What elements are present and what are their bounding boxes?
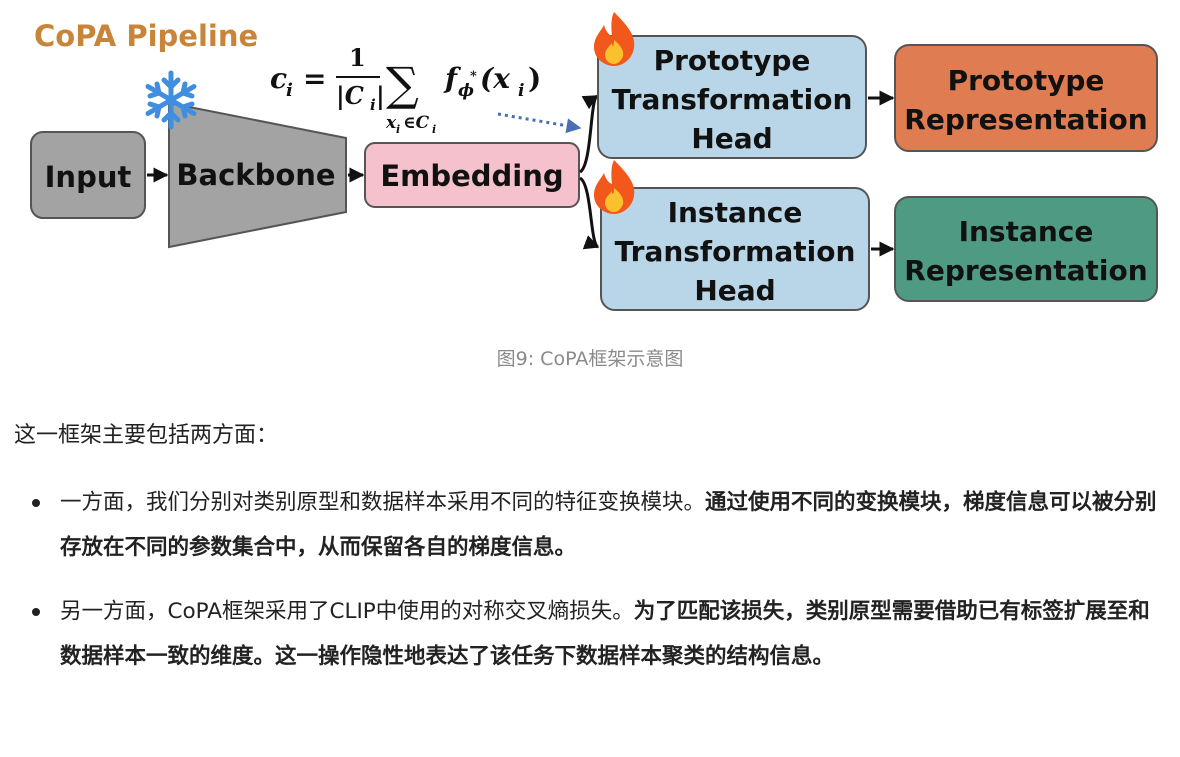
formula-func-sup: * — [470, 69, 477, 84]
bullet-2-bold: 为了匹配该损失，类别原型需要借助已有标签扩展至和数据样本一致的维度。这一操作隐性… — [60, 599, 1150, 669]
list-item: 另一方面，CoPA框架采用了CLIP中使用的对称交叉熵损失。为了匹配该损失，类别… — [0, 589, 1180, 679]
instance-head-line3: Head — [694, 274, 775, 307]
backbone-node — [168, 101, 347, 249]
formula-denominator-sub: i — [370, 96, 376, 114]
formula-sum-under-rest-sub: i — [432, 123, 436, 136]
bullet-1-bold: 通过使用不同的变换模块，梯度信息可以被分别存放在不同的参数集合中，从而保留各自的… — [60, 490, 1157, 560]
instance-rep-line2: Representation — [904, 254, 1147, 287]
prototype-transformation-head — [597, 35, 867, 159]
bullet-2-text: 另一方面，CoPA框架采用了CLIP中使用的对称交叉熵损失。 — [60, 599, 634, 624]
formula-lhs-sub: i — [286, 80, 293, 101]
instance-transformation-head — [600, 187, 870, 311]
figure-caption: 图9: CoPA框架示意图 — [496, 348, 684, 370]
formula-sum-under-rest: ∈C — [403, 113, 430, 133]
formula-arg-sub: i — [518, 81, 524, 101]
prototype-rep-line2: Representation — [904, 103, 1147, 136]
prototype-formula: c i = 1 |C i | ∑ x i ∈C i f ϕ * (x i ) — [270, 43, 541, 136]
list-item: 一方面，我们分别对类别原型和数据样本采用不同的特征变换模块。通过使用不同的变换模… — [0, 480, 1180, 570]
prototype-rep-line1: Prototype — [948, 64, 1105, 97]
input-node — [30, 131, 146, 219]
embedding-label: Embedding — [380, 159, 563, 193]
instance-head-line2: Transformation — [615, 235, 856, 268]
diagram-title: CoPA Pipeline — [34, 19, 258, 53]
prototype-head-line2: Transformation — [612, 83, 853, 116]
prototype-head-line1: Prototype — [654, 44, 811, 77]
snowflake-icon — [145, 70, 197, 130]
instance-rep-line1: Instance — [959, 215, 1094, 248]
formula-equals: = — [303, 62, 326, 95]
arrow-embedding-prototype-head — [578, 94, 599, 174]
fire-icon — [594, 12, 635, 66]
instance-representation — [894, 196, 1158, 302]
formula-numerator: 1 — [349, 43, 366, 72]
formula-func-sub: ϕ — [458, 81, 474, 101]
formula-denominator-close: | — [376, 81, 385, 110]
input-label: Input — [45, 160, 132, 194]
backbone-label: Backbone — [176, 158, 335, 192]
formula-sum-under-sub: i — [396, 123, 400, 136]
embedding-node — [364, 142, 580, 208]
fire-icon — [594, 160, 635, 214]
bullet-list: 一方面，我们分别对类别原型和数据样本采用不同的特征变换模块。通过使用不同的变换模… — [0, 480, 1180, 698]
prototype-representation — [894, 44, 1158, 152]
copa-pipeline-diagram: CoPA Pipeline Input Backbone Embedding c… — [30, 12, 1158, 311]
formula-pointer-arrow — [497, 112, 582, 134]
formula-arg-close: ) — [528, 62, 541, 95]
formula-denominator: |C — [336, 81, 364, 110]
intro-paragraph: 这一框架主要包括两方面： — [14, 423, 279, 448]
bullet-1-text: 一方面，我们分别对类别原型和数据样本采用不同的特征变换模块。 — [60, 490, 706, 515]
instance-head-line1: Instance — [668, 196, 803, 229]
arrow-embedding-instance-head — [578, 176, 600, 250]
formula-arg: (x — [480, 62, 510, 95]
formula-sum: ∑ — [386, 57, 419, 111]
formula-sum-under: x — [385, 113, 397, 133]
formula-lhs: c — [270, 62, 287, 95]
prototype-head-line3: Head — [691, 122, 772, 155]
